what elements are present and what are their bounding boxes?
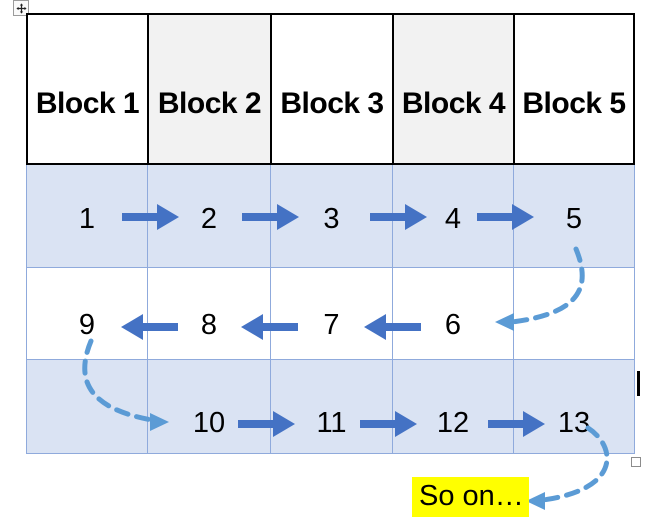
cell: 13 <box>514 360 634 453</box>
header-cell-block-1: Block 1 <box>28 15 149 163</box>
header-label: Block 2 <box>157 87 262 120</box>
sequence-number: 2 <box>200 202 218 235</box>
sequence-number: 12 <box>436 407 470 439</box>
cell: 7 <box>271 268 393 359</box>
sequence-number: 7 <box>323 309 340 341</box>
sequence-number: 10 <box>192 407 226 439</box>
header-cell-block-3: Block 3 <box>272 15 394 163</box>
cell: 3 <box>271 165 393 267</box>
cell: 4 <box>393 165 514 267</box>
header-label: Block 1 <box>35 87 140 120</box>
sequence-number: 4 <box>444 202 462 235</box>
text-cursor <box>637 371 640 396</box>
header-label: Block 3 <box>280 87 384 120</box>
table-move-handle[interactable] <box>13 0 29 16</box>
table-header-row: Block 1 Block 2 Block 3 Block 4 Block 5 <box>26 13 635 165</box>
header-cell-block-4: Block 4 <box>394 15 515 163</box>
cell: 12 <box>393 360 514 453</box>
sequence-number: 1 <box>78 202 96 235</box>
cell: 6 <box>393 268 514 359</box>
so-on-label: So on… <box>412 477 529 518</box>
move-icon <box>15 2 27 14</box>
cell: 1 <box>27 165 148 267</box>
sequence-number: 3 <box>323 202 340 235</box>
cell: 5 <box>514 165 634 267</box>
cell: 8 <box>148 268 271 359</box>
header-label: Block 5 <box>522 87 626 120</box>
dashed-arrowhead-left-icon <box>526 492 545 510</box>
sequence-number: 13 <box>557 407 591 439</box>
header-label: Block 4 <box>401 87 506 120</box>
cell: 2 <box>148 165 271 267</box>
cell: 9 <box>27 268 148 359</box>
sequence-number: 11 <box>316 407 347 439</box>
header-cell-block-2: Block 2 <box>149 15 272 163</box>
cell <box>27 360 148 453</box>
sequence-number: 9 <box>78 309 96 341</box>
block-table: Block 1 Block 2 Block 3 Block 4 Block 5 … <box>26 13 635 454</box>
cell: 11 <box>271 360 393 453</box>
table-row-1: 1 2 3 4 5 <box>27 165 634 268</box>
cell <box>514 268 634 359</box>
sequence-number: 6 <box>444 309 462 341</box>
table-row-2: 9 8 7 6 <box>27 268 634 360</box>
table-row-3: 10 11 12 13 <box>27 360 634 453</box>
sequence-number: 5 <box>565 202 583 235</box>
table-resize-handle[interactable] <box>631 457 641 467</box>
sequence-number: 8 <box>200 309 218 341</box>
cell: 10 <box>148 360 271 453</box>
table-body: 1 2 3 4 5 9 8 7 6 10 11 12 13 <box>26 165 635 454</box>
header-cell-block-5: Block 5 <box>515 15 633 163</box>
